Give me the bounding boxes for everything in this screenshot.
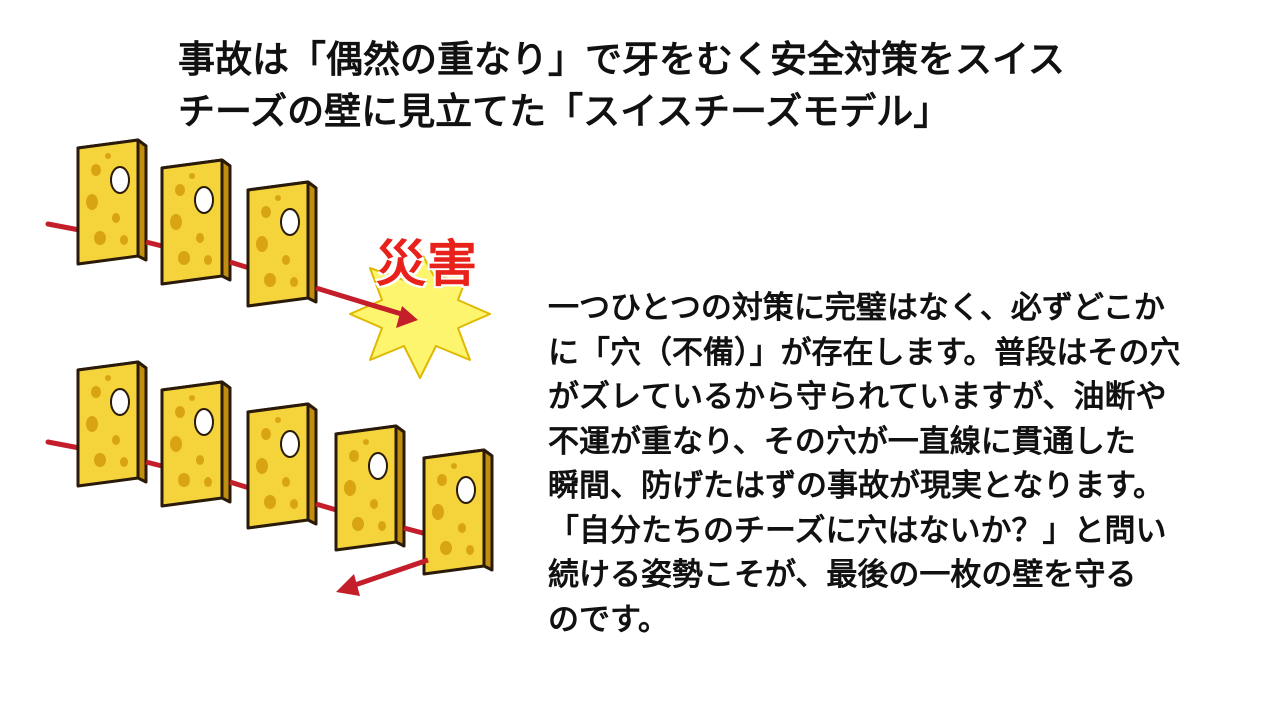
cheese-slice-icon bbox=[160, 158, 232, 286]
body-line: がズレているから守られていますが、油断や bbox=[548, 379, 1167, 415]
cheese-slice-icon bbox=[76, 138, 148, 266]
cheese-slice-icon bbox=[422, 448, 494, 576]
body-line: 瞬間、防げたはずの事故が現実となります。 bbox=[548, 468, 1164, 504]
cheese-slice-icon bbox=[246, 402, 318, 530]
body-line: 「自分たちのチーズに穴はないか？」と問い bbox=[548, 512, 1167, 549]
red-arrow-icon bbox=[315, 285, 409, 319]
slide-title: 事故は「偶然の重なり」で牙をむく安全対策をスイス チーズの壁に見立てた「スイスチ… bbox=[178, 34, 1138, 138]
arrowhead-bottom bbox=[336, 574, 360, 596]
cheese-slice-icon bbox=[334, 424, 406, 552]
body-line: に「穴（不備）」が存在します。普段はその穴 bbox=[548, 334, 1181, 371]
cheese-slice-icon bbox=[76, 360, 148, 488]
hazard-label: 災害 bbox=[376, 235, 478, 293]
arrowhead-top bbox=[396, 306, 418, 328]
body-line: 続ける姿勢こそが、最後の一枚の壁を守る bbox=[548, 557, 1137, 593]
bottom-row bbox=[45, 360, 494, 596]
top-row bbox=[45, 138, 491, 379]
red-arrow-icon bbox=[351, 557, 429, 589]
body-line: 不運が重なり、その穴が一直線に貫通した bbox=[548, 423, 1136, 460]
explanation-text: 一つひとつの対策に完璧はなく、必ずどこか に「穴（不備）」が存在します。普段はそ… bbox=[548, 286, 1258, 642]
body-line: のです。 bbox=[548, 601, 669, 638]
explosion-burst-icon bbox=[349, 249, 491, 379]
body-line: 一つひとつの対策に完璧はなく、必ずどこか bbox=[548, 290, 1165, 326]
cheese-slice-icon bbox=[160, 380, 232, 508]
title-line-1: 事故は「偶然の重なり」で牙をむく安全対策をスイス bbox=[178, 38, 1065, 81]
title-line-2: チーズの壁に見立てた「スイスチーズモデル」 bbox=[178, 90, 951, 133]
cheese-slice-icon bbox=[246, 180, 318, 308]
